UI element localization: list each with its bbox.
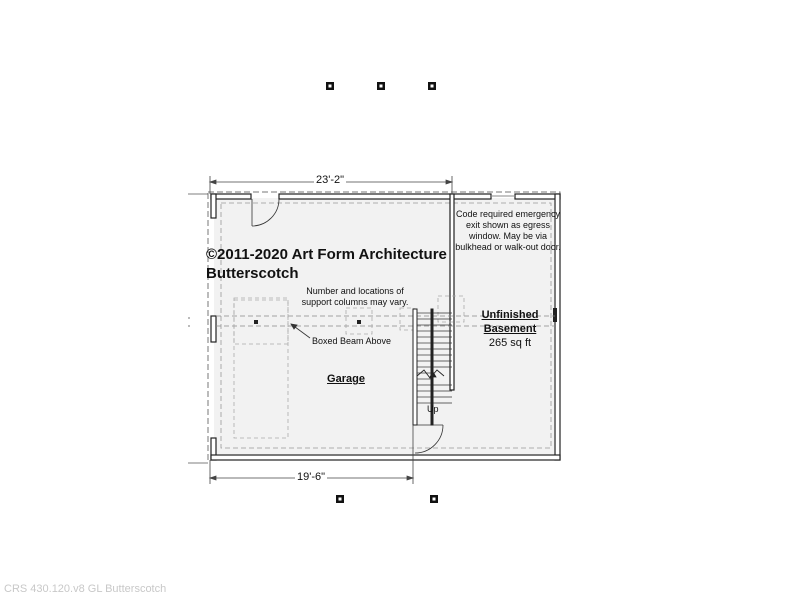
- garage-label: Garage: [327, 373, 365, 385]
- copyright-watermark: ©2011-2020 Art Form Architecture: [206, 246, 447, 263]
- support-column: [254, 320, 258, 324]
- exterior-walls: [210, 193, 561, 461]
- stair-break-line: [416, 369, 445, 379]
- basement-area-label: 265 sq ft: [488, 337, 532, 349]
- reference-markers: [326, 82, 438, 503]
- beam-leader: [290, 323, 311, 339]
- boxed-beam-label: Boxed Beam Above: [312, 336, 392, 346]
- footer-caption: CRS 430.120.v8 GL Butterscotch: [4, 583, 167, 595]
- extension-lines: [188, 193, 208, 464]
- stair-treads-right: [433, 312, 452, 404]
- stair-up-arrow-icon: [429, 371, 437, 402]
- footing-outline: [220, 202, 552, 449]
- bottom-dimension-label: 19'-6": [295, 471, 328, 483]
- egress-note: Code required emergency exit shown as eg…: [455, 209, 561, 252]
- basement-label-line1: Unfinished: [481, 309, 539, 321]
- stair-up-label: Up: [427, 404, 439, 414]
- wall-tick: [553, 308, 557, 322]
- columns-note: Number and locations of support columns …: [301, 286, 409, 307]
- top-door-swing: [251, 198, 280, 227]
- boxed-beam: [216, 315, 555, 327]
- stair-treads: [417, 312, 431, 404]
- plan-name-watermark: Butterscotch: [206, 265, 299, 282]
- support-column: [357, 320, 361, 324]
- stair-door-swing: [414, 424, 444, 454]
- basement-label-line2: Basement: [483, 323, 537, 335]
- top-dimension-label: 23'-2": [314, 174, 347, 186]
